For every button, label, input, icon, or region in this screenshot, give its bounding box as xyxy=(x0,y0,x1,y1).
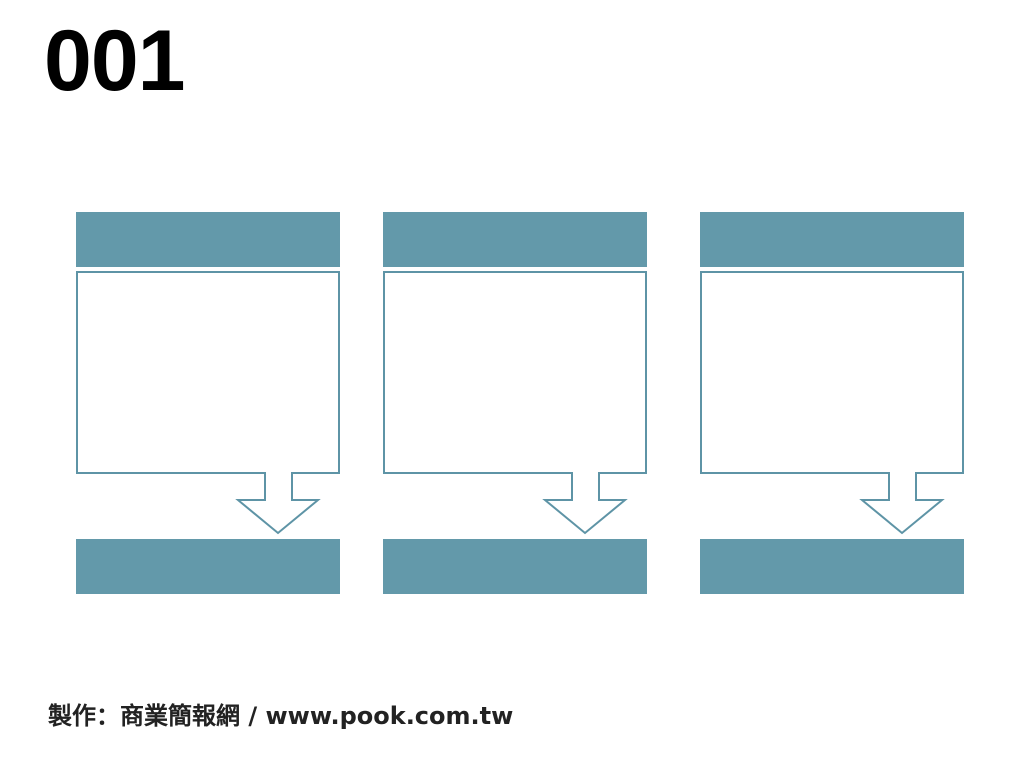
diagram-column-3 xyxy=(700,212,964,594)
column-2-callout-box xyxy=(383,271,647,535)
column-3-header-bar xyxy=(700,212,964,267)
diagram-column-1 xyxy=(76,212,340,594)
column-3-callout-box xyxy=(700,271,964,535)
column-3-footer-bar xyxy=(700,539,964,594)
credit-footer: 製作：商業簡報網 / www.pook.com.tw xyxy=(48,702,514,730)
slide-number: 001 xyxy=(44,13,185,109)
column-2-header-bar xyxy=(383,212,647,267)
column-1-callout-box xyxy=(76,271,340,535)
column-2-footer-bar xyxy=(383,539,647,594)
diagram-column-2 xyxy=(383,212,647,594)
column-1-footer-bar xyxy=(76,539,340,594)
column-1-header-bar xyxy=(76,212,340,267)
